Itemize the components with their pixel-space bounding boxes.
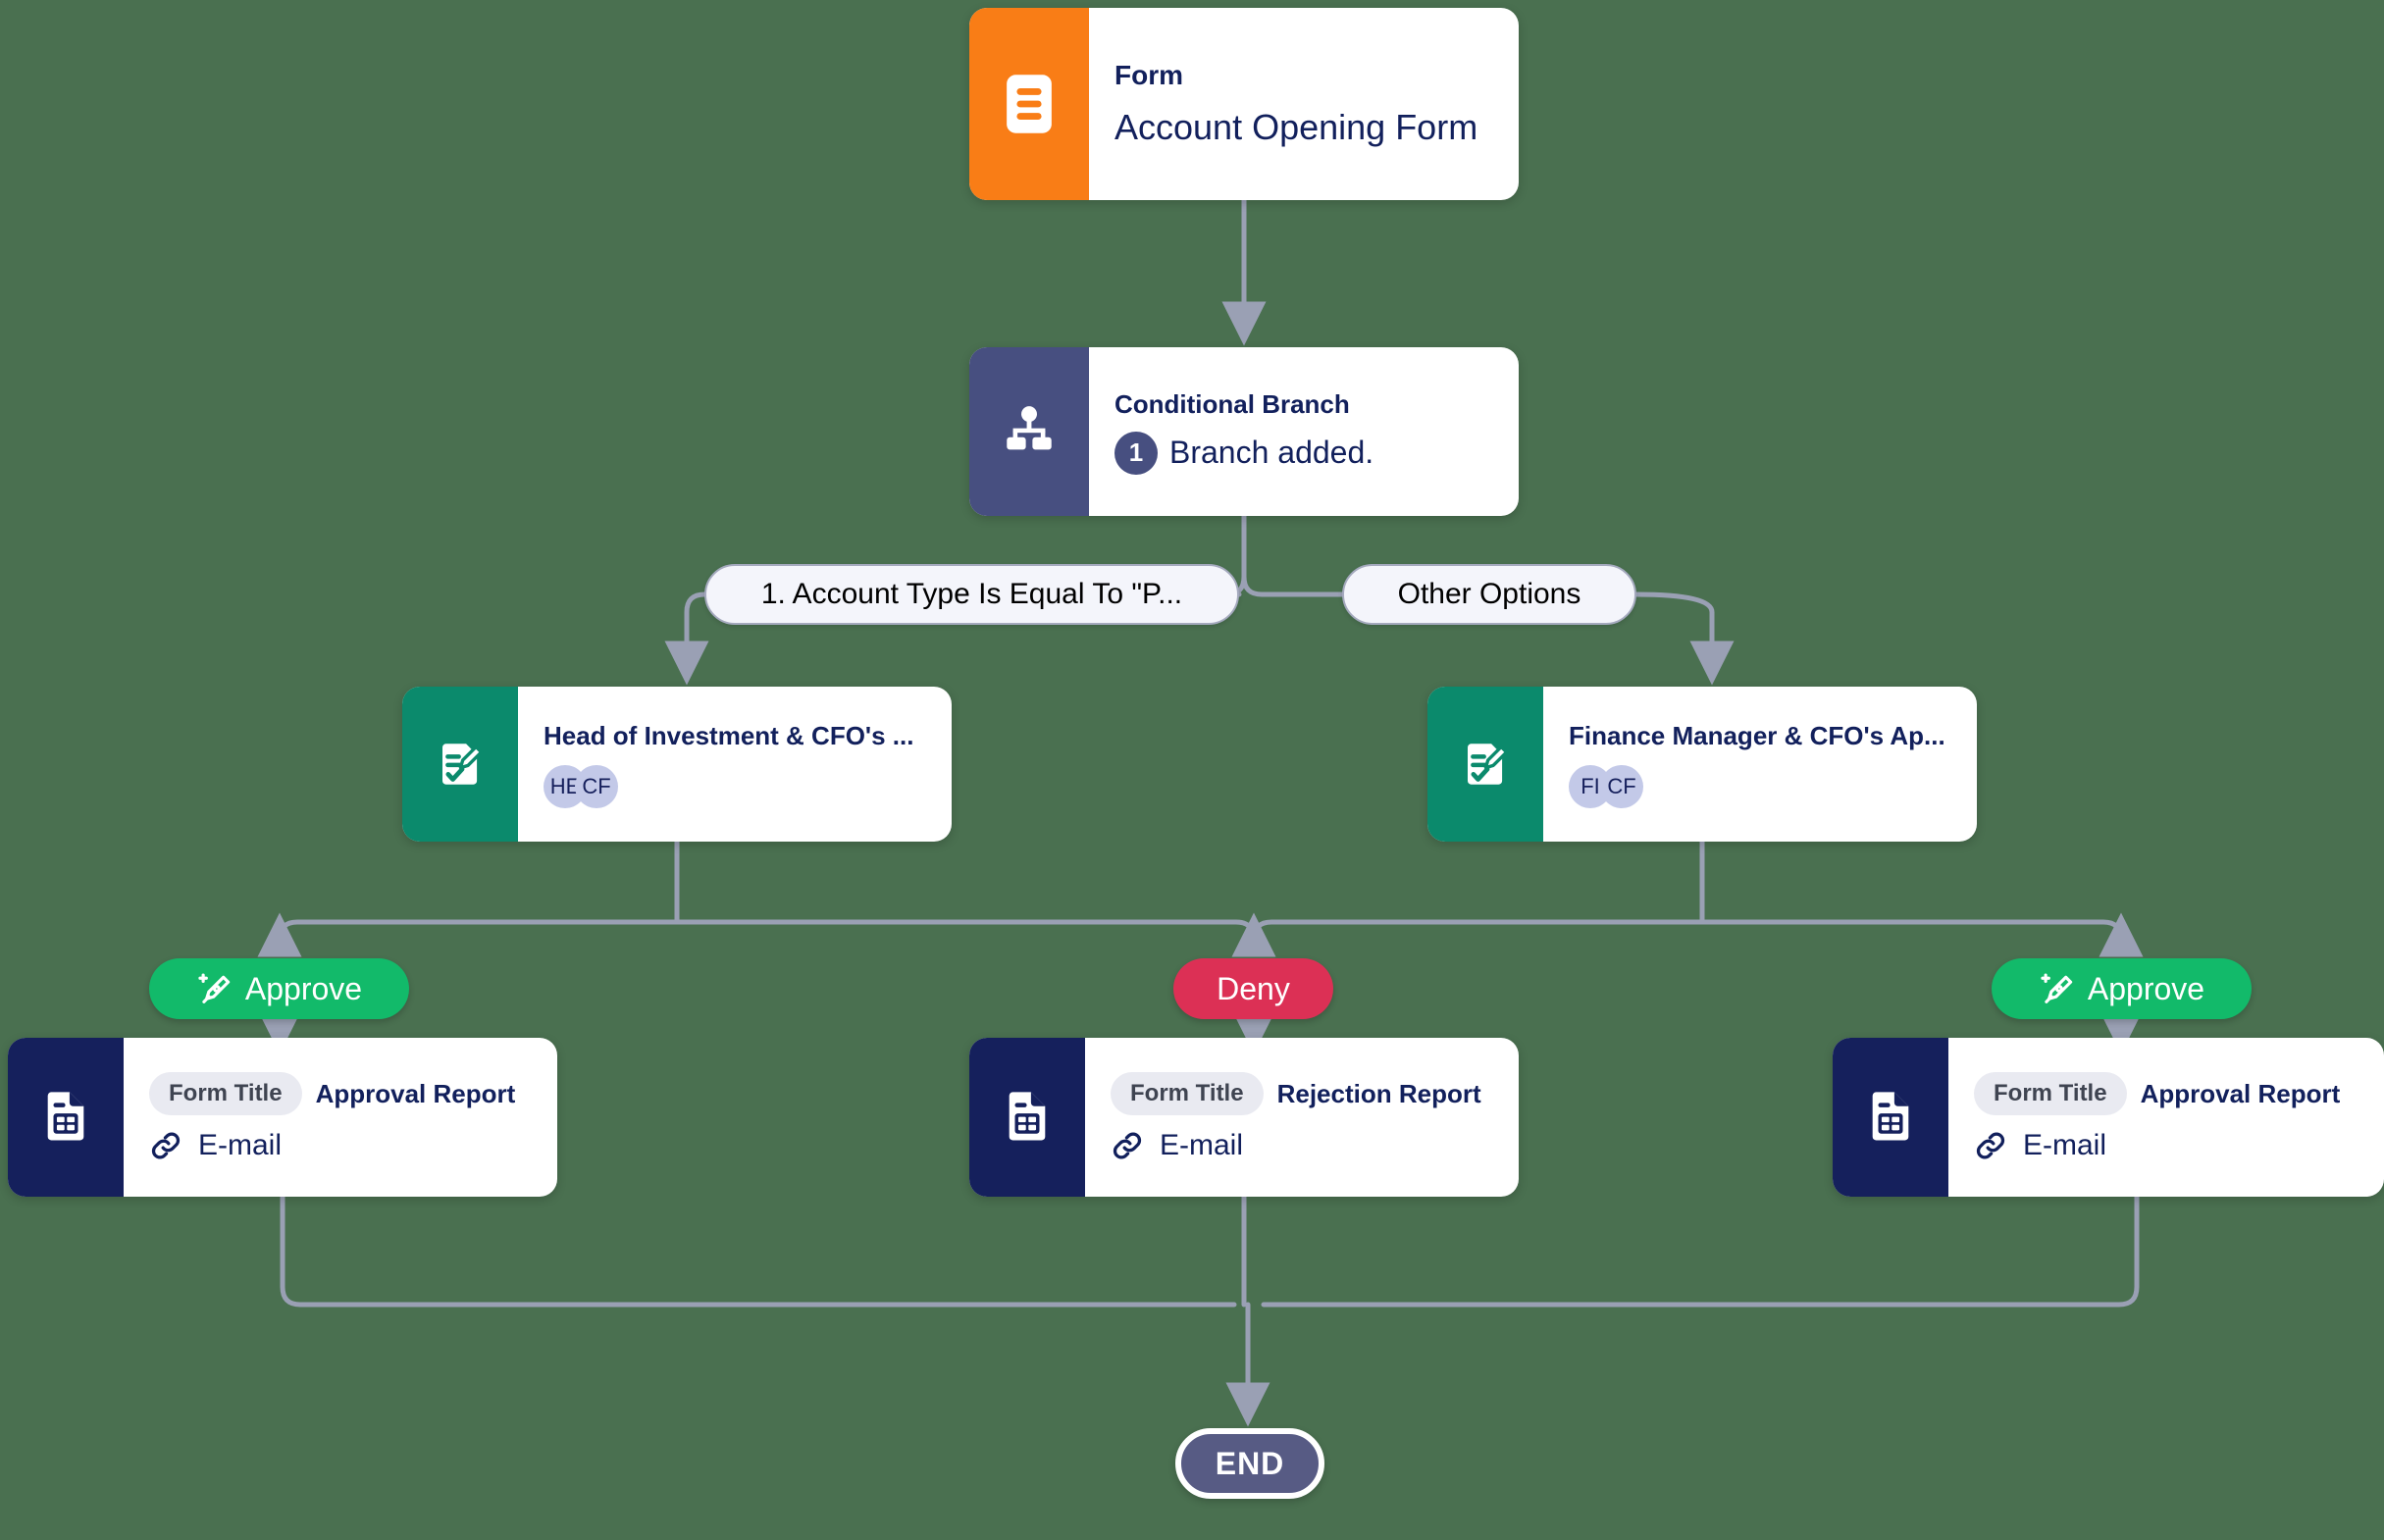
node-conditional-branch[interactable]: Conditional Branch 1 Branch added. [969,347,1519,516]
approval-left-title: Head of Investment & CFO's ... [544,720,914,750]
branch-subtitle: Branch added. [1169,435,1374,470]
report-right-icon-panel [1833,1038,1948,1197]
node-end[interactable]: END [1175,1428,1324,1499]
wire-approval-right-to-approve [1699,912,2144,957]
node-approval-left[interactable]: Head of Investment & CFO's ... HE CF [402,687,952,842]
wire-report-left-to-bus [280,1194,1237,1308]
document-table-icon [1865,1090,1916,1145]
approval-right-body: Finance Manager & CFO's Ap... FI CF [1543,687,1977,842]
node-report-left[interactable]: Form Title Approval Report E-mail [8,1038,557,1197]
approval-right-icon-panel [1427,687,1543,842]
form-body: Form Account Opening Form [1089,8,1519,200]
pen-nib-add-icon [196,970,233,1007]
link-chain-icon [1111,1129,1144,1162]
wire-cond2-to-approval-right [1633,591,1735,686]
report-mid-link-row: E-mail [1111,1129,1493,1162]
document-table-icon [40,1090,91,1145]
node-approval-right[interactable]: Finance Manager & CFO's Ap... FI CF [1427,687,1977,842]
report-mid-icon-panel [969,1038,1085,1197]
report-right-link-label: E-mail [2023,1129,2107,1161]
form-lines-icon [1002,73,1057,135]
document-table-icon [1002,1090,1053,1145]
branch-icon-panel [969,347,1089,516]
org-chart-icon [1001,403,1058,460]
condition-pill-2[interactable]: Other Options [1342,564,1636,625]
approval-left-avatars: HE CF [544,764,926,808]
report-mid-body: Form Title Rejection Report E-mail [1085,1038,1519,1197]
link-chain-icon [149,1129,182,1162]
end-label: END [1215,1445,1285,1481]
form-icon-panel [969,8,1089,200]
form-title-badge: Form Title [1111,1072,1264,1115]
approval-left-body: Head of Investment & CFO's ... HE CF [518,687,952,842]
node-report-right[interactable]: Form Title Approval Report E-mail [1833,1038,2384,1197]
report-mid-top-row: Form Title Rejection Report [1111,1072,1493,1115]
decision-pill-approve-right[interactable]: Approve [1992,958,2252,1019]
avatar: CF [1600,764,1643,808]
report-left-icon-panel [8,1038,124,1197]
report-right-top-row: Form Title Approval Report [1974,1072,2358,1115]
node-report-mid[interactable]: Form Title Rejection Report E-mail [969,1038,1519,1197]
form-title-badge: Form Title [149,1072,302,1115]
wire-approval-left-to-approve [257,912,680,957]
report-right-body: Form Title Approval Report E-mail [1948,1038,2384,1197]
wire-branch-stem-right [1241,513,1345,597]
report-left-top-row: Form Title Approval Report [149,1072,532,1115]
report-right-name: Approval Report [2140,1078,2341,1108]
decision-pill-approve-left[interactable]: Approve [149,958,409,1019]
branch-title: Conditional Branch [1114,388,1350,419]
condition-pill-1-label: 1. Account Type Is Equal To "P... [760,578,1183,610]
avatar: CF [575,764,618,808]
signature-approval-icon [1459,738,1512,791]
report-mid-name: Rejection Report [1276,1078,1481,1108]
report-left-link-label: E-mail [198,1129,283,1161]
condition-pill-1[interactable]: 1. Account Type Is Equal To "P... [704,564,1239,625]
condition-pill-2-label: Other Options [1397,578,1581,610]
wire-report-right-to-bus [1261,1194,2140,1308]
form-title: Form [1114,60,1183,90]
report-right-link-row: E-mail [1974,1129,2358,1162]
approval-right-title: Finance Manager & CFO's Ap... [1569,720,1945,750]
wire-approval-right-to-deny [1251,919,1705,943]
approval-right-avatars: FI CF [1569,764,1951,808]
form-title-badge: Form Title [1974,1072,2127,1115]
pen-nib-add-icon [2039,970,2076,1007]
signature-approval-icon [434,738,487,791]
decision-pill-deny-label: Deny [1217,970,1290,1006]
report-mid-link-label: E-mail [1160,1129,1244,1161]
branch-count-row: 1 Branch added. [1114,431,1493,475]
decision-pill-deny[interactable]: Deny [1173,958,1333,1019]
decision-pill-approve-right-label: Approve [2087,970,2205,1006]
link-chain-icon [1974,1129,2007,1162]
report-left-body: Form Title Approval Report E-mail [124,1038,557,1197]
branch-body: Conditional Branch 1 Branch added. [1089,347,1519,516]
form-subtitle: Account Opening Form [1114,107,1478,147]
wire-approval-left-to-deny [674,912,1276,957]
branch-count-badge: 1 [1114,431,1158,475]
node-form[interactable]: Form Account Opening Form [969,8,1519,200]
decision-pill-approve-left-label: Approve [244,970,363,1006]
report-left-link-row: E-mail [149,1129,532,1162]
wire-cond1-to-approval-left [664,591,709,686]
report-left-name: Approval Report [315,1078,516,1108]
approval-left-icon-panel [402,687,518,842]
